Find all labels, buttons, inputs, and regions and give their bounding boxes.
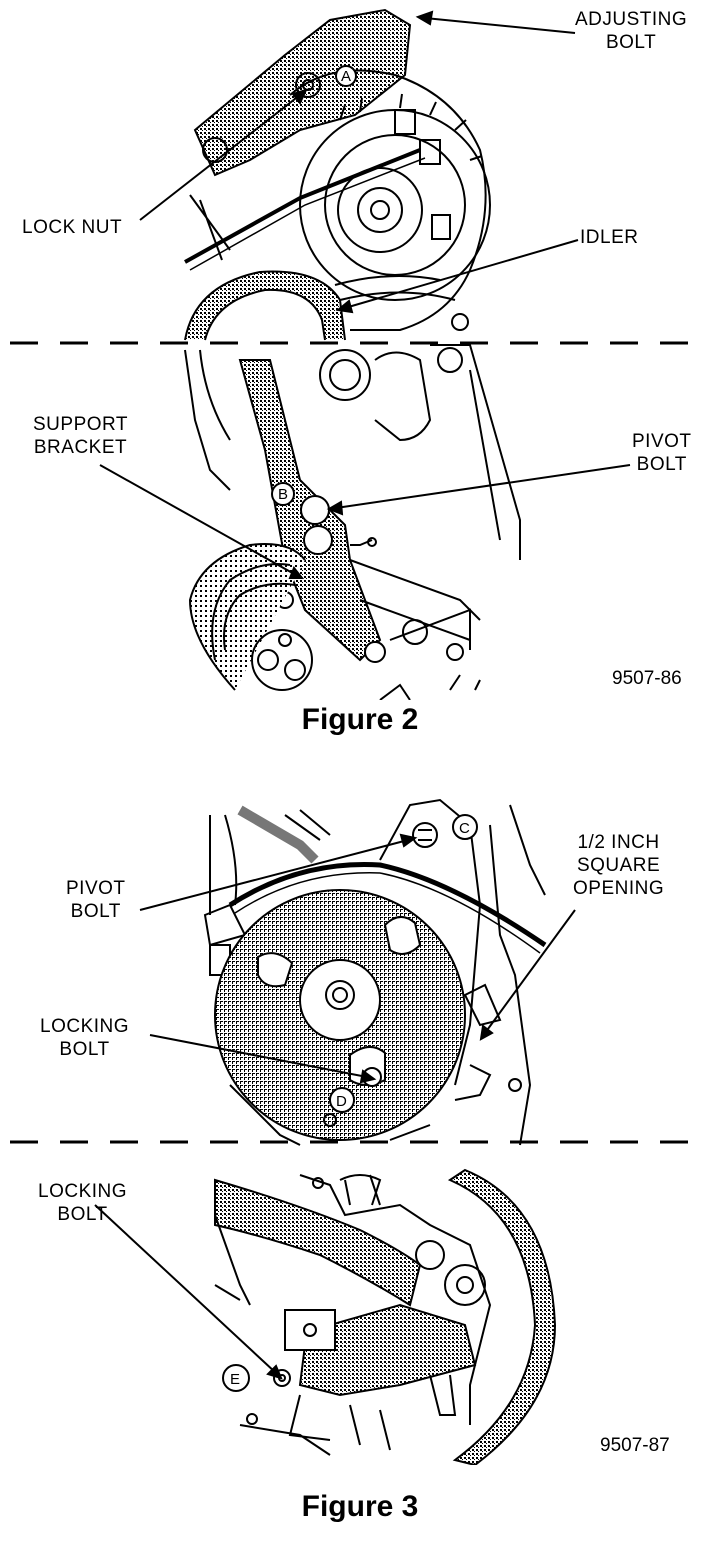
label-idler: IDLER (580, 227, 639, 248)
figure-2-caption: Figure 2 (301, 703, 419, 736)
label-pivot-bolt: PIVOT BOLT (632, 431, 692, 475)
marker-e-circle (222, 1364, 250, 1392)
tensioner-assembly (203, 798, 547, 1146)
figure-3-code: 9507-87 (600, 1435, 670, 1456)
label-pivot-bolt-3: PIVOT BOLT (66, 878, 126, 922)
leader-lines-3 (94, 833, 576, 1380)
figure-3-caption: Figure 3 (301, 1490, 419, 1523)
marker-b: B (278, 486, 288, 503)
marker-c-circle (452, 814, 478, 840)
locking-bolt-assembly (214, 1168, 557, 1465)
label-square-opening: 1/2 INCH SQUARE OPENING (573, 832, 665, 899)
marker-c: C (459, 820, 470, 837)
figure-3-drawing: C D (10, 798, 710, 1465)
leader-lines (99, 10, 631, 579)
label-lock-nut: LOCK NUT (22, 217, 123, 238)
figure-2: A (0, 0, 720, 700)
figure-2-drawing: A (10, 8, 710, 700)
figure-2-code: 9507-86 (612, 668, 682, 689)
marker-e: E (230, 1371, 240, 1388)
label-adjusting-bolt: ADJUSTING BOLT (575, 9, 688, 53)
label-locking-bolt-bottom: LOCKING BOLT (38, 1181, 128, 1225)
marker-d-circle (329, 1087, 355, 1113)
marker-a: A (341, 68, 351, 85)
alternator-assembly (184, 8, 491, 341)
marker-d: D (336, 1093, 347, 1110)
label-locking-bolt-top: LOCKING BOLT (40, 1016, 130, 1060)
figure-3: C D (0, 785, 720, 1465)
support-bracket-assembly (184, 344, 521, 700)
label-support-bracket: SUPPORT BRACKET (33, 414, 129, 458)
